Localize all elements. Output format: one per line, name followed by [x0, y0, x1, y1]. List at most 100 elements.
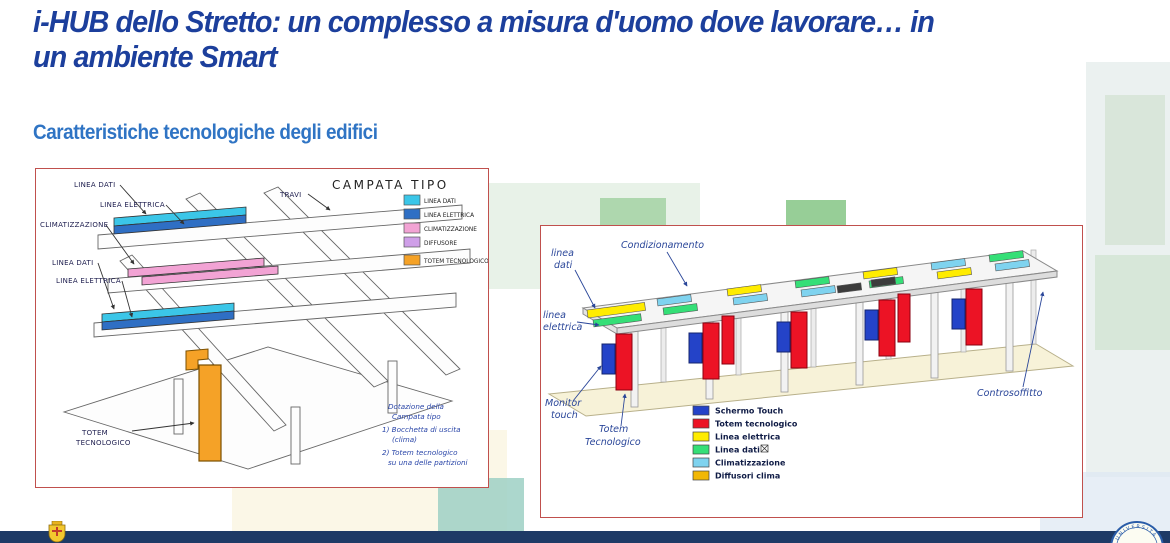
totem-units [601, 288, 983, 391]
note-line: (clima) [392, 435, 417, 444]
sketch-title: CAMPATA TIPO [332, 178, 449, 192]
note-line: 2) Totem tecnologico [382, 448, 458, 457]
legend-label: LINEA DATI [424, 199, 456, 205]
floor-slab [547, 343, 1075, 417]
background-shape [1095, 255, 1170, 350]
touch-screen [776, 321, 791, 353]
legend-swatch [403, 194, 421, 206]
label-linea-elettrica-line1: linea [543, 310, 566, 321]
strip-linea-dati [794, 276, 830, 289]
label-linea-elettrica: LINEA ELETTRICA [100, 201, 165, 209]
strip-linea-dati [662, 303, 698, 316]
legend-swatch [403, 208, 421, 220]
legend-swatch [403, 254, 421, 266]
beam [93, 292, 457, 338]
strip-climatizzazione [930, 258, 966, 271]
legend-label: TOTEM TECNOLOGICO [423, 259, 488, 265]
label-totem-line1: Totem [599, 424, 628, 435]
comune-crest-logo [48, 521, 66, 543]
slide-title: i-HUB dello Stretto: un complesso a misu… [33, 4, 935, 75]
strip-climatizzazione [800, 285, 836, 298]
label-linea-dati-line2: dati [554, 260, 573, 271]
note-line: Campata tipo [392, 412, 441, 421]
label-totem-line1: TOTEM [81, 429, 108, 437]
strip-linea-elettrica [936, 267, 972, 280]
note-line: 1) Bocchetta di uscita [382, 425, 461, 434]
background-shape [600, 198, 666, 228]
column [173, 378, 184, 435]
roof-service-strips [586, 250, 1030, 328]
beam [263, 186, 461, 376]
legend-label: LINEA ELETTRICA [424, 213, 474, 219]
background-shape [1105, 95, 1165, 245]
label-linea-dati: LINEA DATI [74, 181, 116, 189]
legend-label: Linea elettrica [715, 433, 780, 442]
right-figure: linea dati Condizionamento linea elettri… [540, 225, 1083, 518]
legend-swatch [403, 222, 421, 234]
label-condizionamento: Condizionamento [621, 240, 704, 251]
strip-linea-elettrica [586, 302, 646, 319]
legend-label: CLIMATIZZAZIONE [424, 227, 477, 233]
diffuser-elbow [185, 348, 209, 371]
strip-linea-elettrica [726, 284, 762, 297]
totem-red [897, 293, 911, 343]
strip-climatizzazione [732, 293, 768, 306]
column [290, 406, 301, 465]
label-totem-line2: Tecnologico [585, 437, 641, 448]
totem-red [790, 311, 808, 369]
touch-screen [601, 343, 616, 375]
duct-linea-elettrica [101, 310, 235, 331]
legend-swatch [692, 457, 710, 468]
slide-title-line2: un ambiente Smart [33, 39, 278, 75]
note-line: su una delle partizioni [388, 458, 468, 467]
label-controsoffitto: Controsoffitto [977, 388, 1043, 399]
roof-slot [836, 282, 863, 294]
label-linea-elettrica-line2: elettrica [543, 322, 583, 333]
strip-linea-dati [988, 250, 1024, 263]
right-legend: Schermo Touch Totem tecnologico Linea el… [692, 405, 798, 481]
duct-linea-elettrica [113, 214, 247, 235]
touch-screen [951, 298, 966, 330]
touch-screen [864, 309, 879, 341]
label-climatizzazione: CLIMATIZZAZIONE [40, 221, 108, 229]
totem-tecnologico-shape [198, 364, 222, 462]
label-linea-elettrica: LINEA ELETTRICA [56, 277, 121, 285]
strip-linea-elettrica [862, 267, 898, 280]
roof-slot [870, 276, 897, 288]
slide-title-line1: i-HUB dello Stretto: un complesso a misu… [33, 4, 935, 39]
note-line: Dotazione della [388, 402, 444, 411]
totem-red [965, 288, 983, 346]
beam [107, 248, 471, 294]
university-seal-logo: UNIVERSITÀ [1110, 521, 1164, 543]
totem-red [721, 315, 735, 365]
legend-label: DIFFUSORE [424, 241, 457, 247]
slide-subtitle: Caratteristiche tecnologiche degli edifi… [33, 121, 378, 144]
legend-swatch [692, 470, 710, 481]
left-sketch-svg: CAMPATA TIPO [40, 178, 488, 470]
label-travi: TRAVI [279, 191, 302, 199]
label-linea-dati: LINEA DATI [52, 259, 94, 267]
beam [97, 204, 463, 250]
legend-label: Totem tecnologico [715, 420, 798, 429]
touch-screen [688, 332, 703, 364]
right-sketch-svg: linea dati Condizionamento linea elettri… [543, 240, 1075, 481]
legend-swatch [692, 418, 710, 429]
legend-label: Linea dati [715, 446, 760, 455]
beam [119, 254, 287, 432]
footer-bar [0, 531, 1170, 543]
label-linea-dati-line1: linea [551, 248, 574, 259]
legend-swatch [692, 431, 710, 442]
label-monitor-touch-line2: touch [551, 410, 578, 421]
legend-label: Schermo Touch [715, 407, 784, 416]
label-monitor-touch-line1: Monitor [545, 398, 582, 409]
totem-red [702, 322, 720, 380]
pergola-sketch [547, 249, 1075, 417]
column [387, 360, 398, 414]
isometric-ceiling-sketch [62, 186, 471, 470]
boxed-x-icon [760, 444, 769, 453]
leader-lines [97, 184, 331, 432]
legend-label: Climatizzazione [715, 459, 786, 468]
left-figure: CAMPATA TIPO [35, 168, 489, 488]
totem-red [615, 333, 633, 391]
